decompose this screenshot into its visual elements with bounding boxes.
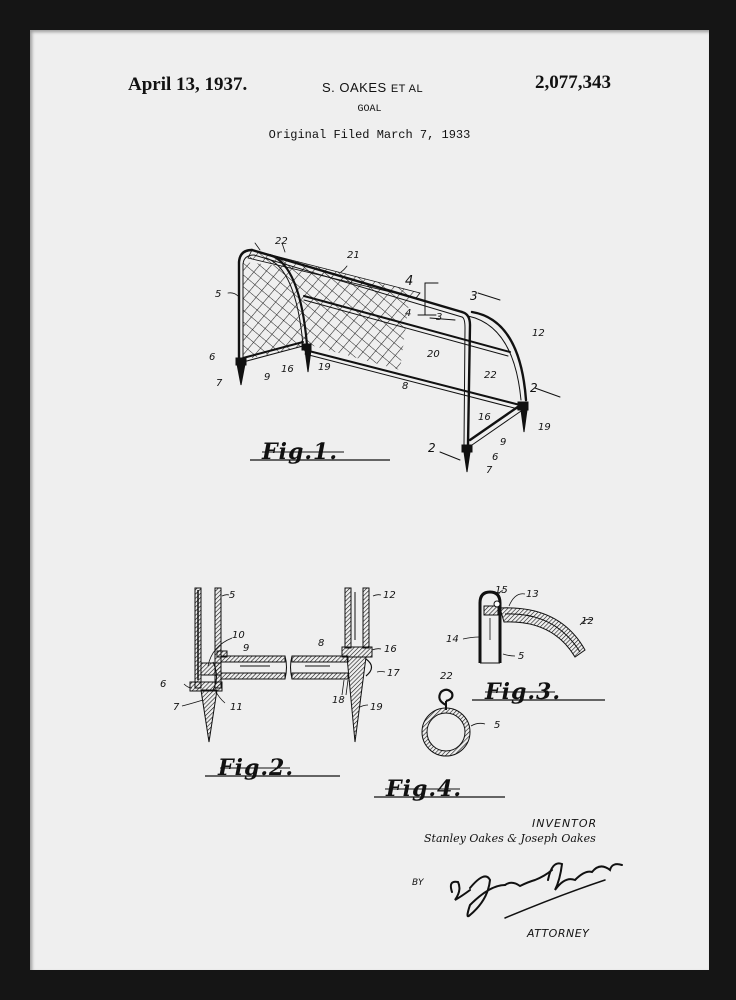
inventor-suffix: ET AL: [390, 83, 424, 95]
patent-inventor-header: S. OAKES ET AL: [322, 80, 423, 95]
figure-4-labels: 22 5 Fig.4.: [374, 671, 505, 802]
patent-date: April 13, 1937.: [128, 74, 248, 95]
label-5: 5: [229, 590, 235, 601]
label-21: 21: [347, 250, 360, 261]
by-label: BY: [412, 878, 424, 888]
patent-number: 2,077,343: [535, 72, 611, 93]
label-22: 22: [440, 671, 453, 682]
figure-2-caption: Fig.2.: [217, 755, 294, 781]
label-7: 7: [173, 702, 180, 713]
figure-1-goal-perspective: [227, 242, 561, 473]
label-4-top: 4: [405, 274, 413, 289]
label-2-right: 2: [530, 381, 538, 395]
figure-3-caption: Fig.3.: [484, 679, 561, 705]
label-6-left: 6: [209, 352, 215, 363]
label-5: 5: [215, 289, 221, 300]
label-2-left: 2: [428, 441, 436, 455]
figure-3-labels: 15 13 12 14 5 Fig.3.: [446, 585, 605, 705]
label-16-left: 16: [281, 364, 294, 375]
filed-date: Original Filed March 7, 1933: [268, 128, 471, 142]
label-11: 11: [230, 702, 243, 713]
label-19: 19: [370, 702, 383, 713]
attorney-signature: [449, 862, 623, 919]
figure-3-corner-section: [462, 590, 593, 664]
figure-4-caption: Fig.4.: [385, 776, 462, 802]
label-17: 17: [387, 668, 400, 679]
label-5: 5: [494, 720, 500, 731]
patent-drawings: 22 21 5 4 4 3 3 12 20 6 7 9 16 19 8 22 1…: [160, 236, 623, 919]
label-10: 10: [232, 630, 245, 641]
label-7-right: 7: [486, 465, 493, 476]
label-9-right: 9: [500, 437, 506, 448]
inventor-heading: INVENTOR: [532, 817, 598, 830]
label-14: 14: [446, 634, 459, 645]
label-3-bottom: 3: [436, 312, 442, 323]
label-9-left: 9: [264, 372, 270, 383]
label-16: 16: [384, 644, 397, 655]
label-19-right: 19: [538, 422, 551, 433]
label-16-right: 16: [478, 412, 491, 423]
figure-4-ring-section: [421, 688, 486, 757]
label-8: 8: [402, 381, 408, 392]
label-12: 12: [581, 616, 594, 627]
label-8: 8: [318, 638, 324, 649]
label-4-bottom: 4: [405, 308, 411, 319]
label-3-top: 3: [470, 289, 478, 303]
figure-2-labels: 5 10 9 6 7 11 8 12 16 17 18 19 Fig.2.: [160, 590, 400, 781]
patent-sheet: April 13, 1937. S. OAKES ET AL 2,077,343…: [30, 30, 709, 970]
inventor-names: Stanley Oakes & Joseph Oakes: [424, 832, 596, 845]
label-12: 12: [383, 590, 396, 601]
inventor-main: S. OAKES: [322, 80, 387, 95]
figure-1-caption: Fig.1.: [261, 439, 338, 465]
attorney-label: ATTORNEY: [527, 927, 590, 940]
figure-1-labels: 22 21 5 4 4 3 3 12 20 6 7 9 16 19 8 22 1…: [209, 236, 551, 476]
label-20: 20: [427, 349, 440, 360]
patent-title: GOAL: [357, 104, 382, 115]
label-18: 18: [332, 695, 345, 706]
label-19-left: 19: [318, 362, 331, 373]
label-22-right: 22: [484, 370, 497, 381]
label-6: 6: [160, 679, 166, 690]
label-5: 5: [518, 651, 524, 662]
label-15: 15: [495, 585, 508, 596]
figure-2-cross-section: [181, 587, 386, 743]
label-6-right: 6: [492, 452, 498, 463]
label-13: 13: [526, 589, 539, 600]
label-9: 9: [243, 643, 249, 654]
label-7-left: 7: [216, 378, 223, 389]
label-22: 22: [275, 236, 288, 247]
label-12: 12: [532, 328, 545, 339]
